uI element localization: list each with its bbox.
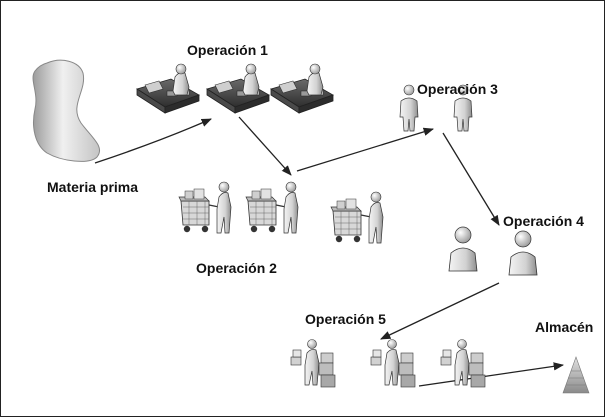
op4-person-bust-icon: [448, 226, 478, 272]
op2-worker-with-cart-icon: [330, 191, 384, 244]
op1-label: Operación 1: [187, 42, 268, 58]
op1-worker-at-machine-icon: [136, 63, 200, 114]
arrow-op5-to-warehouse: [418, 362, 565, 387]
op5-worker-with-boxes-icon: [440, 339, 486, 388]
arrow-op1-to-op2: [238, 116, 292, 176]
op5-worker-with-boxes-icon: [290, 339, 336, 388]
arrow-op3-to-op4: [442, 132, 500, 226]
op1-worker-at-machine-icon: [206, 63, 270, 114]
op5-worker-with-boxes-icon: [370, 339, 416, 388]
op3-standing-person-icon: [399, 84, 419, 132]
op1-worker-at-machine-icon: [270, 63, 334, 114]
arrow-op4-to-op5: [380, 282, 500, 340]
op2-worker-with-cart-icon: [178, 181, 232, 234]
op4-label: Operación 4: [503, 213, 584, 229]
op3-label: Operación 3: [417, 81, 498, 97]
arrow-op2-to-op3: [296, 127, 434, 172]
warehouse-stacked-pyramid-icon: [562, 356, 590, 394]
raw-material-blob-icon: [32, 59, 101, 162]
op2-worker-with-cart-icon: [245, 181, 299, 234]
op4-person-bust-icon: [508, 230, 538, 276]
warehouse-label: Almacén: [535, 319, 594, 335]
arrow-raw-to-op1: [94, 118, 212, 164]
op5-label: Operación 5: [305, 311, 386, 327]
op2-label: Operación 2: [196, 260, 277, 276]
raw-material-label: Materia prima: [47, 179, 139, 195]
